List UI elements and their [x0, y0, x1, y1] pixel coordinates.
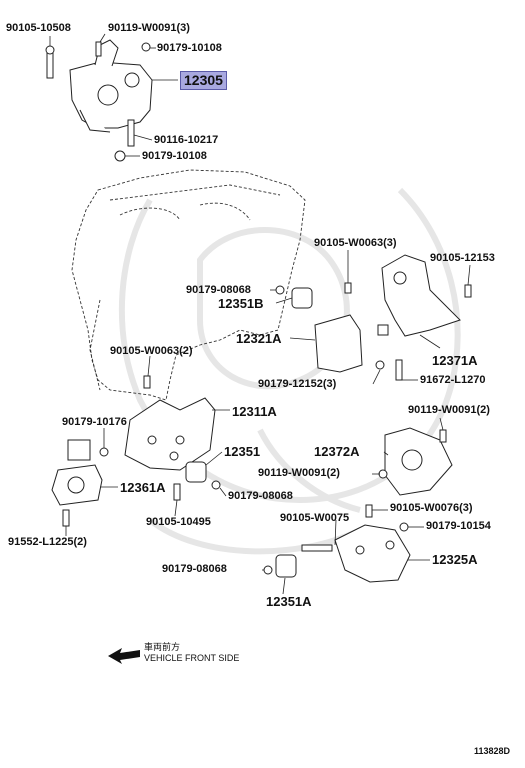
- part-label: 90105-10508: [6, 22, 71, 34]
- part-label: 90179-10108: [142, 150, 207, 162]
- part-label: 90105-12153: [430, 252, 495, 264]
- part-label: 12351A: [266, 594, 312, 609]
- part-label: 12351B: [218, 296, 264, 311]
- part-label: 90179-10154: [426, 520, 491, 532]
- bracket-12371a: [375, 254, 472, 381]
- bracket-12325a: [263, 504, 411, 583]
- leader-lines: [49, 33, 471, 595]
- part-label: 12325A: [432, 552, 478, 567]
- part-label: 90179-08068: [228, 490, 293, 502]
- bracket-12321a: [275, 282, 363, 373]
- part-label-highlighted[interactable]: 12305: [180, 71, 227, 90]
- bushing-12351: [169, 451, 221, 501]
- part-label: 90105-W0063(2): [110, 345, 193, 357]
- part-label: 90119-W0091(2): [258, 467, 340, 479]
- part-label: 90105-10495: [146, 516, 211, 528]
- direction-note-japanese: 車両前方: [144, 642, 181, 652]
- bracket-12311a: [124, 375, 216, 471]
- mount-12372a: [378, 427, 453, 496]
- vehicle-front-arrow: [108, 648, 140, 664]
- part-label: 90105-W0063(3): [314, 237, 397, 249]
- part-label: 12311A: [232, 404, 277, 419]
- part-label: 90105-W0075: [280, 512, 350, 524]
- part-label: 91672-L1270: [420, 374, 486, 386]
- part-label: 90179-12152(3): [258, 378, 337, 390]
- part-label: 12321A: [236, 331, 282, 346]
- direction-note-english: VEHICLE FRONT SIDE: [144, 653, 240, 663]
- part-label: 90179-10108: [157, 42, 222, 54]
- engine-mount-12305: [69, 39, 153, 133]
- part-label: 90105-W0076(3): [390, 502, 473, 514]
- bolts-top: [45, 41, 151, 162]
- engine-outline: [71, 169, 306, 401]
- part-label: 90119-W0091(2): [408, 404, 490, 416]
- part-label: 90116-10217: [154, 134, 219, 146]
- part-label: 90179-08068: [186, 284, 251, 296]
- part-label: 12351: [224, 444, 261, 459]
- part-label: 12371A: [432, 353, 478, 368]
- part-label: 12372A: [314, 444, 360, 459]
- part-label: 91552-L1225(2): [8, 536, 87, 548]
- drawing-code: 113828D: [474, 746, 511, 756]
- mount-12361a: [51, 439, 109, 527]
- part-label: 90119-W0091(3): [108, 22, 190, 34]
- part-label: 90179-10176: [62, 416, 127, 428]
- part-label: 12361A: [120, 480, 166, 495]
- part-label: 90179-08068: [162, 563, 227, 575]
